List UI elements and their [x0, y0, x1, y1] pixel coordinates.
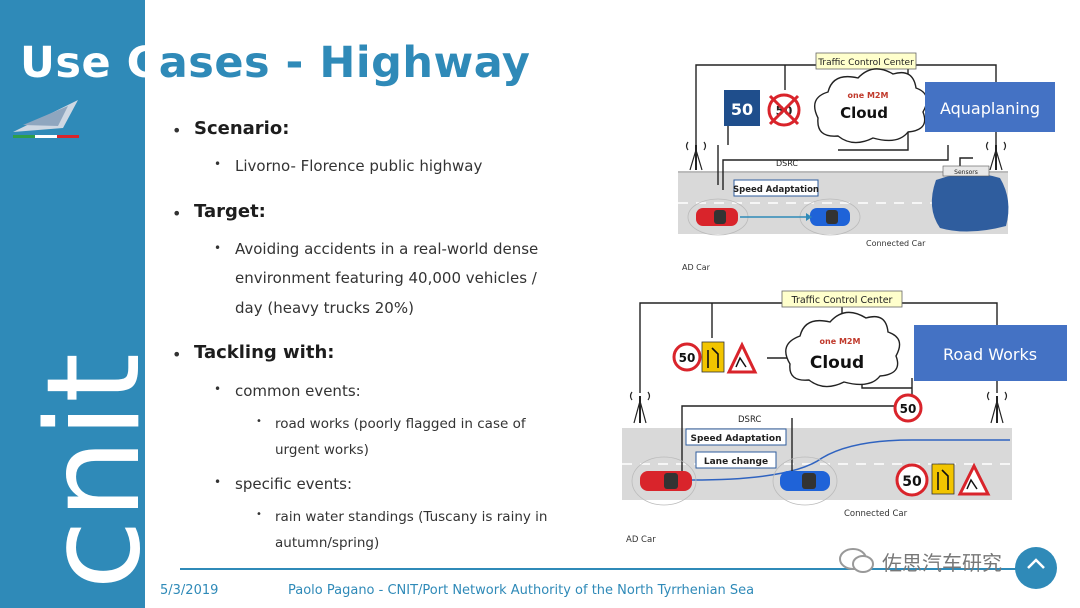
brand-mark-text: cnit — [20, 353, 145, 590]
rain-line-1: rain water standings (Tuscany is rainy i… — [275, 509, 548, 525]
scenario-item: Livorno- Florence public highway — [235, 157, 483, 175]
tcc-label: Traffic Control Center — [791, 295, 893, 306]
connected-car-label: Connected Car — [866, 239, 926, 248]
road-works-sign — [957, 462, 991, 496]
road-works-sign — [726, 341, 758, 374]
specific-events-label: specific events: — [235, 475, 353, 493]
sensors-label: Sensors — [954, 169, 978, 176]
rain-line-2: autumn/spring) — [275, 535, 380, 551]
car-sign-value: 50 — [902, 474, 922, 490]
port-authority-logo — [13, 100, 79, 138]
antenna-icon — [629, 391, 651, 424]
event-label: Road Works — [943, 345, 1037, 364]
wechat-icon — [839, 548, 874, 573]
roadside-speed-sign — [893, 393, 923, 423]
wechat-watermark: 佐思汽车研究 — [838, 546, 1002, 576]
antenna-icon — [986, 391, 1008, 424]
antenna-icon — [985, 141, 1007, 171]
lane-change-label: Lane change — [704, 457, 768, 467]
antenna-icon — [685, 141, 707, 171]
road-works-line-2: urgent works) — [275, 442, 369, 458]
dsrc-label: DSRC — [776, 159, 798, 168]
speed-limit-display — [724, 90, 760, 126]
tackling-heading: Tackling with: — [194, 342, 335, 363]
footer-date: 5/3/2019 — [160, 583, 219, 598]
cloud-label: Cloud — [840, 104, 888, 122]
bullet-dot: • — [172, 121, 182, 140]
speed-limit-sign — [672, 342, 702, 372]
cloud-icon — [785, 311, 901, 388]
road-works-diagram: Traffic Control Center 50 one M2M Cloud … — [622, 290, 1067, 545]
target-line-2: environment featuring 40,000 vehicles / — [235, 269, 537, 287]
footer-author: Paolo Pagano - CNIT/Port Network Authori… — [288, 583, 755, 598]
slide-title: Use Cases - Highway — [20, 38, 530, 88]
target-heading: Target: — [194, 201, 266, 222]
aquaplaning-event-box — [925, 82, 1055, 132]
target-line-3: day (heavy trucks 20%) — [235, 299, 414, 317]
ad-car-label: AD Car — [682, 263, 711, 272]
bullet-dot: • — [214, 157, 222, 171]
bullet-dot: • — [214, 475, 222, 489]
bullet-dot: • — [172, 345, 182, 364]
common-events-label: common events: — [235, 382, 361, 400]
cnit-logo-vertical: cnit — [20, 353, 145, 590]
brand-sidebar: cnit — [0, 0, 145, 608]
lane-change-path — [691, 439, 1010, 481]
ad-car-label: AD Car — [626, 535, 656, 545]
road-works-event-box — [914, 325, 1067, 381]
title-part1: Use C — [20, 38, 159, 88]
speed-sign-value: 50 — [731, 100, 753, 119]
onem2m-logo: one M2M — [848, 91, 889, 100]
speed-adaptation-label: Speed Adaptation — [733, 185, 819, 195]
bullet-dot: • — [214, 241, 222, 255]
aquaplaning-diagram: Traffic Control Center 50 50 one M2M Clo… — [678, 52, 1055, 272]
bullet-dot: • — [256, 509, 262, 520]
dsrc-label: DSRC — [738, 415, 761, 425]
onem2m-logo: one M2M — [820, 337, 861, 346]
cloud-label: Cloud — [810, 353, 864, 373]
lane-closure-sign — [701, 341, 725, 373]
connected-car-label: Connected Car — [844, 509, 908, 519]
speed-sign-value: 50 — [679, 351, 696, 365]
roadside-sign-value: 50 — [900, 402, 917, 416]
road-works-line-1: road works (poorly flagged in case of — [275, 416, 526, 432]
tcc-label: Traffic Control Center — [817, 58, 914, 68]
water-puddle — [931, 173, 1009, 232]
bullet-dot: • — [256, 416, 262, 427]
target-line-1: Avoiding accidents in a real-world dense — [235, 240, 539, 258]
watermark-text: 佐思汽车研究 — [882, 550, 1002, 575]
bullet-dot: • — [172, 204, 182, 223]
speed-adaptation-label: Speed Adaptation — [691, 434, 782, 444]
footer-divider — [180, 568, 1040, 570]
event-label: Aquaplaning — [940, 99, 1040, 118]
car-speed-sign — [895, 463, 929, 497]
title-part2: ases - Highway — [158, 38, 531, 88]
scenario-heading: Scenario: — [194, 118, 290, 139]
lane-closure-sign — [931, 463, 955, 495]
bullet-dot: • — [214, 382, 222, 396]
nav-circle-icon — [1015, 547, 1057, 589]
